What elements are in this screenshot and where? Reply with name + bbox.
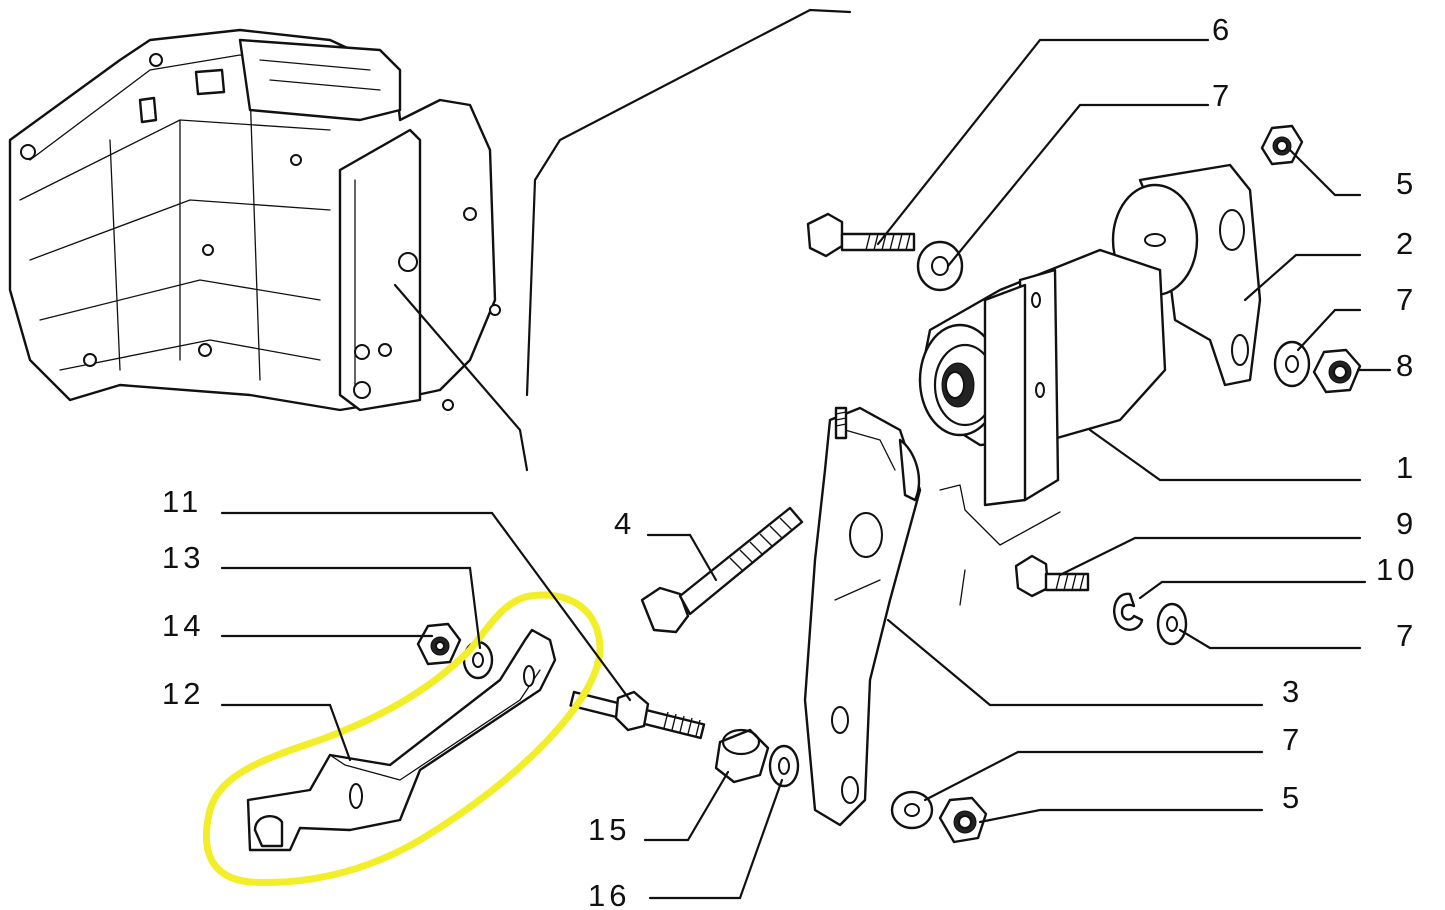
gearbox-housing — [8, 28, 501, 412]
bolt-9 — [1014, 554, 1090, 598]
callout-14: 14 — [162, 608, 205, 643]
housing-leader — [393, 283, 529, 472]
callout-12: 12 — [162, 676, 205, 711]
spacer-15 — [714, 728, 770, 784]
callout-5a: 5 — [1396, 166, 1418, 201]
bolt-6 — [806, 212, 916, 258]
mount-outline — [939, 484, 1061, 606]
callout-3: 3 — [1282, 674, 1304, 709]
leader-lines — [220, 38, 1392, 900]
callout-16: 16 — [588, 878, 631, 910]
callout-5b: 5 — [1282, 780, 1304, 815]
callout-8: 8 — [1396, 348, 1418, 383]
bolt-4 — [640, 506, 804, 634]
circlip-10 — [1113, 592, 1144, 631]
callout-4: 4 — [614, 506, 636, 541]
engine-mount-1 — [918, 163, 1262, 507]
callout-11: 11 — [162, 484, 203, 519]
callout-7d: 7 — [1282, 722, 1304, 757]
bracket-3 — [803, 406, 922, 827]
callout-7c: 7 — [1396, 618, 1418, 653]
nut-5a — [1260, 124, 1304, 166]
callout-9: 9 — [1396, 506, 1418, 541]
highlight-ring — [202, 591, 604, 886]
callout-6: 6 — [1212, 12, 1234, 47]
bracket-12 — [246, 628, 557, 852]
callout-13: 13 — [162, 540, 205, 575]
callout-2: 2 — [1396, 226, 1418, 261]
callout-15: 15 — [588, 812, 631, 847]
stud-11 — [569, 690, 706, 740]
callout-1: 1 — [1396, 450, 1418, 485]
housing-outline-curve — [525, 8, 852, 397]
callout-7b: 7 — [1396, 282, 1418, 317]
nut-14 — [416, 622, 462, 666]
callout-10: 10 — [1376, 552, 1419, 587]
nut-5b — [938, 796, 988, 844]
callout-7a: 7 — [1212, 78, 1234, 113]
nut-8 — [1312, 348, 1362, 394]
